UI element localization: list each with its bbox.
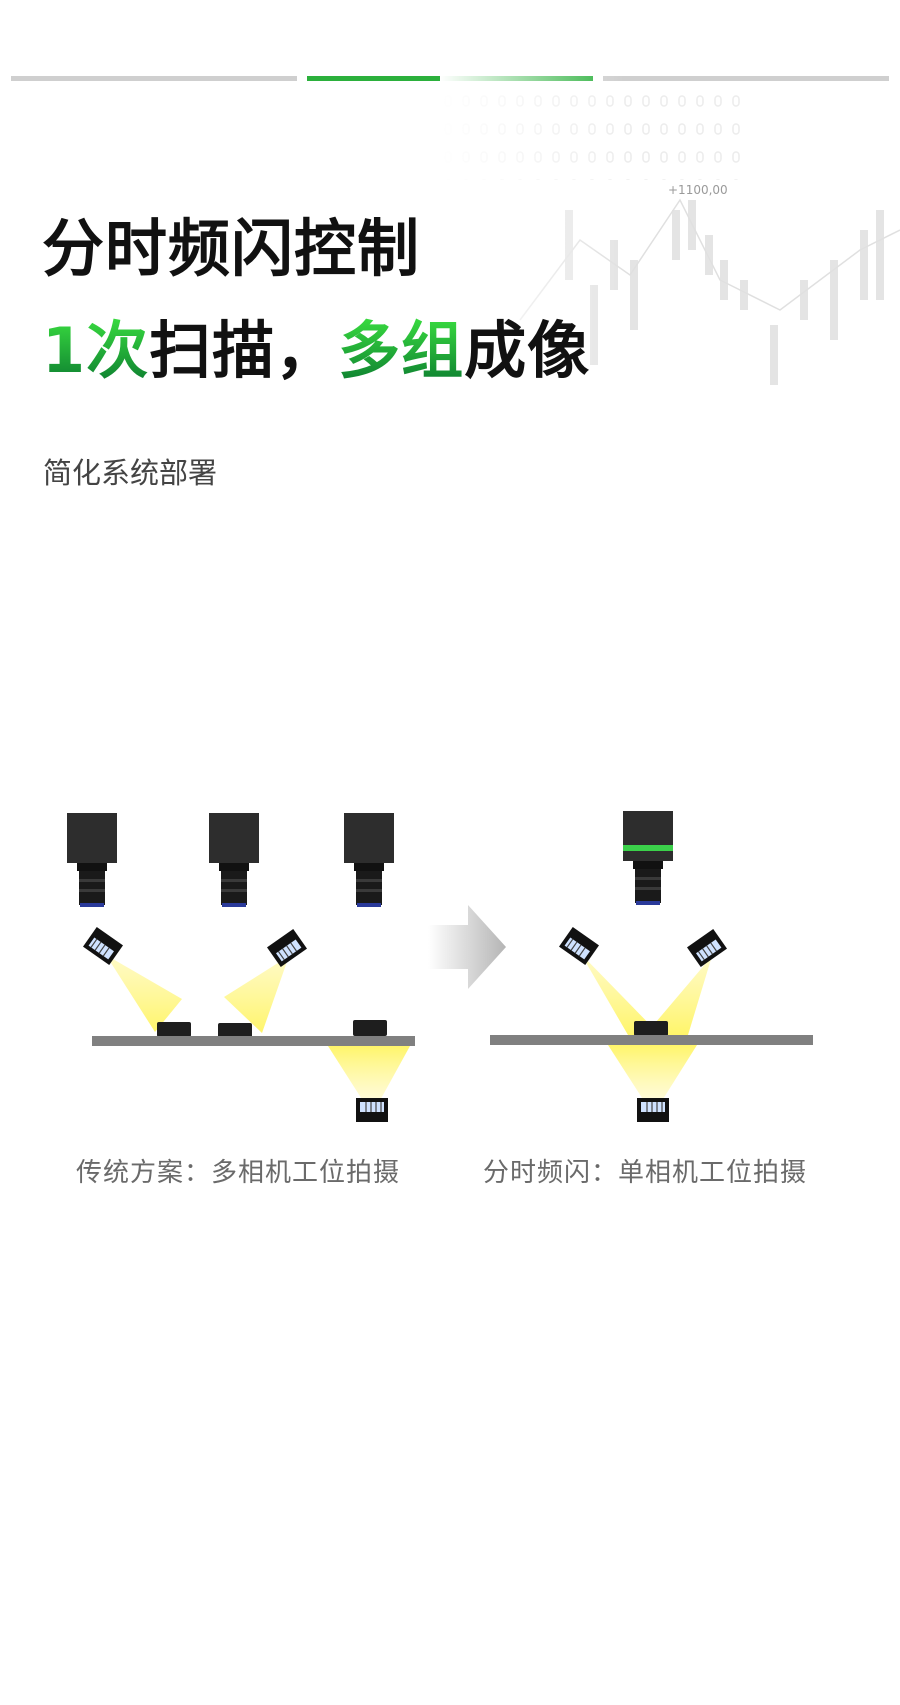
light-beam: [645, 956, 712, 1035]
background-stock-chart: +1100,00: [440, 60, 900, 440]
workpiece: [218, 1023, 252, 1038]
strobe-caption: 分时频闪：单相机工位拍摄: [483, 1158, 808, 1188]
conveyor: [92, 1036, 415, 1046]
light-source-icon: [266, 928, 308, 968]
workpiece: [157, 1022, 191, 1037]
light-source-icon: [355, 1097, 389, 1123]
traditional-setup: [67, 813, 415, 1123]
light-beam: [328, 1046, 410, 1115]
light-beam: [224, 956, 289, 1033]
traditional-caption: 传统方案：多相机工位拍摄: [76, 1158, 401, 1188]
progress-step-1[interactable]: [11, 76, 297, 81]
light-beam: [106, 955, 182, 1032]
headline-part-1: 1次: [42, 314, 150, 387]
headline-part-3: 多组: [338, 314, 465, 387]
camera-icon: [623, 811, 673, 905]
chart-value-label: +1100,00: [668, 183, 728, 197]
page-title: 分时频闪控制: [42, 212, 421, 285]
page-headline: 1次扫描，多组成像: [42, 320, 590, 382]
camera-accent-band: [623, 845, 673, 851]
headline-part-4: 成像: [464, 314, 591, 387]
headline-part-2: 扫描，: [149, 314, 339, 387]
light-source-icon: [686, 928, 728, 968]
camera-icon: [67, 813, 117, 907]
light-source-icon: [636, 1097, 670, 1123]
light-beam: [581, 954, 660, 1035]
camera-icon: [344, 813, 394, 907]
workpiece: [634, 1021, 668, 1036]
subtitle: 简化系统部署: [43, 456, 218, 490]
workpiece: [353, 1020, 387, 1036]
arrow-right-icon: [428, 905, 506, 989]
light-source-icon: [82, 926, 124, 966]
camera-icon: [209, 813, 259, 907]
light-beam: [608, 1045, 697, 1115]
light-source-icon: [558, 926, 600, 966]
time-division-strobe-setup: [490, 811, 813, 1123]
conveyor: [490, 1035, 813, 1045]
